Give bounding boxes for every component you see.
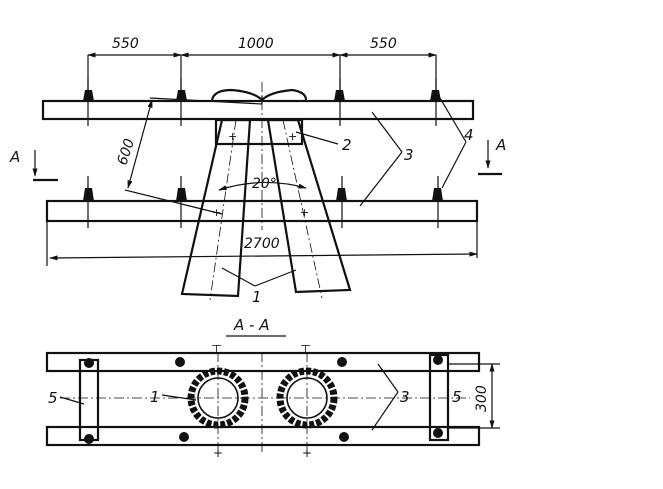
overall-dimension xyxy=(46,222,478,266)
callout-3-section: 3 xyxy=(371,363,410,431)
svg-text:1: 1 xyxy=(252,288,262,306)
dim-overall: 2700 xyxy=(244,236,280,252)
svg-text:⊤: ⊤ xyxy=(211,343,222,358)
svg-text:+: + xyxy=(288,130,297,143)
svg-text:A: A xyxy=(9,148,20,166)
top-dimension xyxy=(87,52,437,90)
dim-span-right: 550 xyxy=(370,36,397,52)
bow-cap xyxy=(210,88,308,102)
dim-height: 600 xyxy=(115,137,139,167)
callout-1-section: 1 xyxy=(150,388,197,406)
callout-5-right: 5 xyxy=(452,388,462,406)
svg-text:+: + xyxy=(300,206,309,219)
svg-text:1: 1 xyxy=(150,388,160,406)
svg-text:5: 5 xyxy=(452,388,462,406)
svg-text:+: + xyxy=(213,446,223,460)
dim-span-middle: 1000 xyxy=(238,36,274,52)
callout-3-top: 3 xyxy=(359,111,414,207)
svg-text:A: A xyxy=(495,136,506,154)
callout-1-top: 1 xyxy=(221,267,297,306)
svg-text:3: 3 xyxy=(400,388,410,406)
callout-5-left: 5 xyxy=(48,389,85,407)
callout-4: 4 xyxy=(439,97,474,189)
end-strap-right xyxy=(428,353,450,442)
section-view: A - A ⊤ xyxy=(45,316,500,460)
svg-text:2: 2 xyxy=(342,136,352,154)
section-bolts xyxy=(84,355,443,444)
svg-text:⊤: ⊤ xyxy=(300,343,311,358)
angle-arc xyxy=(218,181,307,191)
svg-text:3: 3 xyxy=(404,146,414,164)
svg-text:5: 5 xyxy=(48,389,58,407)
svg-text:4: 4 xyxy=(464,126,474,144)
svg-text:+: + xyxy=(302,446,312,460)
height-dimension xyxy=(124,97,263,215)
dim-span-left: 550 xyxy=(112,36,139,52)
svg-text:+: + xyxy=(228,130,237,143)
section-marker-left: A xyxy=(9,148,58,182)
section-title: A - A xyxy=(233,316,269,334)
section-beam-top xyxy=(45,351,481,373)
section-width-dimension xyxy=(448,363,500,429)
dim-angle: 20° xyxy=(252,176,277,192)
dim-section-width: 300 xyxy=(474,385,490,412)
elevation-view: + + + + 550 1 xyxy=(9,36,506,306)
clamp-plate xyxy=(214,118,304,146)
section-beam-bottom xyxy=(45,425,481,447)
callout-2: 2 xyxy=(295,131,352,154)
section-marker-right: A xyxy=(478,136,506,176)
